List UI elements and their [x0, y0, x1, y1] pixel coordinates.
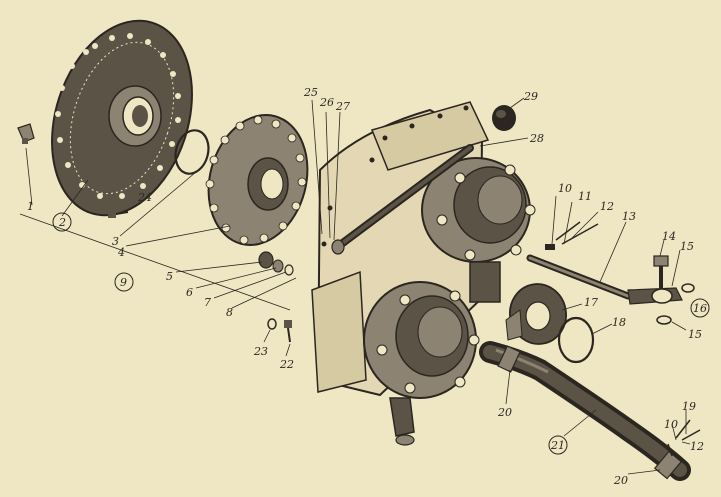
callout-circle-9 — [114, 272, 134, 292]
callout-26: 26 — [319, 96, 334, 109]
o-ring-part-18 — [557, 316, 595, 364]
bolt-part-22 — [284, 320, 292, 343]
callout-circle-16 — [690, 298, 710, 318]
washer-part-15-upper — [681, 283, 695, 293]
callout-19: 19 — [682, 400, 696, 413]
callout-1: 1 — [27, 200, 34, 213]
banjo-fitting-part-16 — [627, 287, 683, 305]
callout-29: 29 — [523, 90, 538, 103]
callout-13: 13 — [622, 210, 636, 223]
cap-part-29 — [492, 105, 516, 131]
callout-labels: 1 2 24 3 4 9 5 6 7 8 23 22 25 26 27 28 2… — [27, 86, 710, 487]
callout-17: 17 — [584, 296, 598, 309]
callout-18: 18 — [612, 316, 626, 329]
long-tube-part-28 — [331, 144, 474, 255]
callout-circle-2 — [52, 212, 72, 232]
gear-flange-part-4 — [205, 114, 309, 246]
callout-25: 25 — [303, 86, 318, 99]
hose-clamp-part-20-lower — [653, 450, 683, 480]
callout-23: 23 — [253, 345, 268, 358]
callout-8: 8 — [226, 306, 233, 319]
callout-15-lower: 15 — [688, 328, 702, 341]
callout-2: 2 — [58, 216, 66, 229]
callout-10-upper: 10 — [558, 182, 572, 195]
callout-12-upper: 12 — [600, 200, 614, 213]
o-ring-part-3 — [174, 129, 210, 175]
callout-28: 28 — [529, 132, 544, 145]
callout-22: 22 — [279, 358, 294, 371]
bolt-part-14 — [653, 255, 669, 288]
clamp-parts-lower — [667, 419, 701, 457]
callout-circle-21 — [548, 435, 568, 455]
callout-20-lower: 20 — [613, 474, 628, 487]
hose-part-21 — [479, 341, 691, 481]
callout-16: 16 — [693, 302, 707, 315]
callout-12-lower: 12 — [690, 440, 704, 453]
callout-20-upper: 20 — [497, 406, 512, 419]
pipe-part-13 — [526, 244, 632, 300]
callout-11: 11 — [578, 190, 592, 203]
hose-clamp-part-20-upper — [497, 345, 521, 373]
washer-part-15-lower — [656, 315, 672, 325]
bearing-parts-5-8 — [258, 251, 294, 276]
washer-part-23 — [267, 318, 277, 330]
callout-27: 27 — [335, 100, 350, 113]
large-flange-plate — [51, 19, 193, 217]
callout-15-upper: 15 — [680, 240, 694, 253]
callout-10-lower: 10 — [664, 418, 678, 431]
callout-24: 24 — [137, 191, 152, 204]
callout-9: 9 — [120, 276, 127, 289]
callout-14: 14 — [662, 230, 676, 243]
callout-3: 3 — [112, 235, 119, 248]
callout-7: 7 — [204, 296, 211, 309]
flange-part-17 — [505, 283, 567, 345]
lower-gear-pump — [363, 281, 480, 446]
pin-part-1 — [17, 123, 35, 144]
clamp-parts-upper — [555, 221, 599, 245]
callout-4: 4 — [117, 246, 125, 259]
callout-6: 6 — [186, 286, 193, 299]
upper-gear-pump — [421, 157, 536, 303]
callout-21: 21 — [550, 439, 565, 452]
callout-5: 5 — [166, 270, 173, 283]
